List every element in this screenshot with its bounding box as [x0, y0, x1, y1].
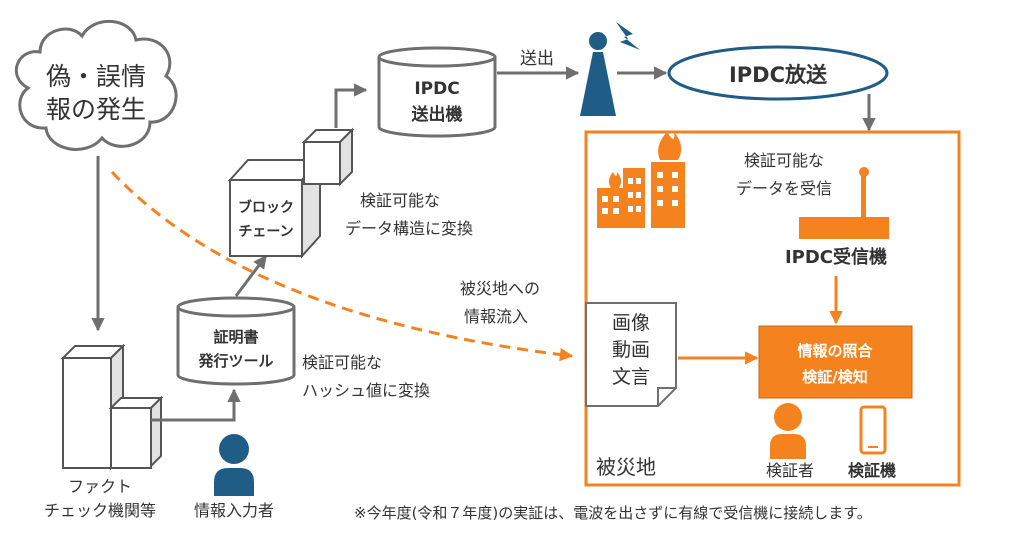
fact-check-label-line1: ファクト	[68, 477, 132, 496]
cloud-label-line1: 偽・誤情	[46, 62, 146, 91]
ipdc-transmitter-cylinder	[377, 46, 497, 138]
transmitter-label-line2: 送出機	[412, 104, 463, 125]
arrow-blockchain-to-transmitter	[334, 83, 368, 128]
collation-box	[758, 325, 913, 399]
blockchain-cube-icon	[227, 127, 355, 259]
burning-buildings-icon	[597, 132, 685, 228]
hash-note-line2: ハッシュ値に変換	[302, 381, 430, 400]
inflow-note-line1: 被災地への	[460, 279, 540, 298]
verify-device-label: 検証機	[848, 461, 896, 480]
ipdc-receiver-icon	[799, 167, 889, 239]
receive-note-line1: 検証可能な	[744, 151, 824, 170]
send-label: 送出	[520, 49, 554, 69]
arrow-misinformation-inflow	[110, 170, 574, 362]
cert-tool-label-line1: 証明書	[213, 328, 258, 346]
inflow-note-line2: 情報流入	[464, 307, 528, 326]
cert-tool-label-line2: 発行ツール	[197, 352, 273, 370]
hash-note-line1: 検証可能な	[302, 353, 382, 372]
person-icon-verifier	[770, 403, 806, 459]
receive-note-line2: データを受信	[736, 179, 832, 198]
verifier-label: 検証者	[766, 461, 814, 480]
broadcast-label: IPDC放送	[729, 63, 828, 87]
inputter-label: 情報入力者	[194, 501, 274, 520]
fact-check-label-line2: チェック機関等	[44, 501, 156, 520]
structure-note-line2: データ構造に変換	[345, 219, 473, 238]
person-icon-inputter	[214, 434, 254, 496]
footnote-text: ※今年度(令和７年度)の実証は、電波を出さずに有線で受信機に接続します。	[354, 504, 872, 522]
fact-check-building-icon	[60, 343, 164, 471]
cloud-label-line2: 報の発生	[46, 95, 146, 124]
media-doc-line3: 文言	[612, 366, 650, 388]
blockchain-label-line2: チェーン	[238, 224, 293, 240]
transmitter-label-line1: IPDC	[414, 79, 459, 99]
media-doc-line2: 動画	[612, 339, 650, 361]
cert-tool-cylinder	[176, 296, 296, 386]
collation-label-line1: 情報の照合	[797, 342, 873, 360]
receiver-label: IPDC受信機	[785, 246, 887, 268]
media-document-icon	[585, 302, 677, 407]
broadcast-tower-icon	[580, 22, 640, 116]
blockchain-label-line1: ブロック	[238, 199, 294, 216]
media-doc-line1: 画像	[612, 312, 650, 334]
arrow-cert-tool-to-blockchain	[234, 254, 268, 297]
structure-note-line1: 検証可能な	[360, 191, 440, 210]
disaster-area-label: 被災地	[596, 455, 656, 479]
arrow-factcheck-to-cert-tool	[151, 388, 241, 422]
ipdc-broadcast-ellipse	[667, 45, 889, 101]
cloud-misinformation: 偽・誤情 報の発生	[14, 20, 178, 151]
smartphone-icon	[859, 405, 887, 455]
collation-label-line2: 検証/検知	[802, 368, 867, 386]
